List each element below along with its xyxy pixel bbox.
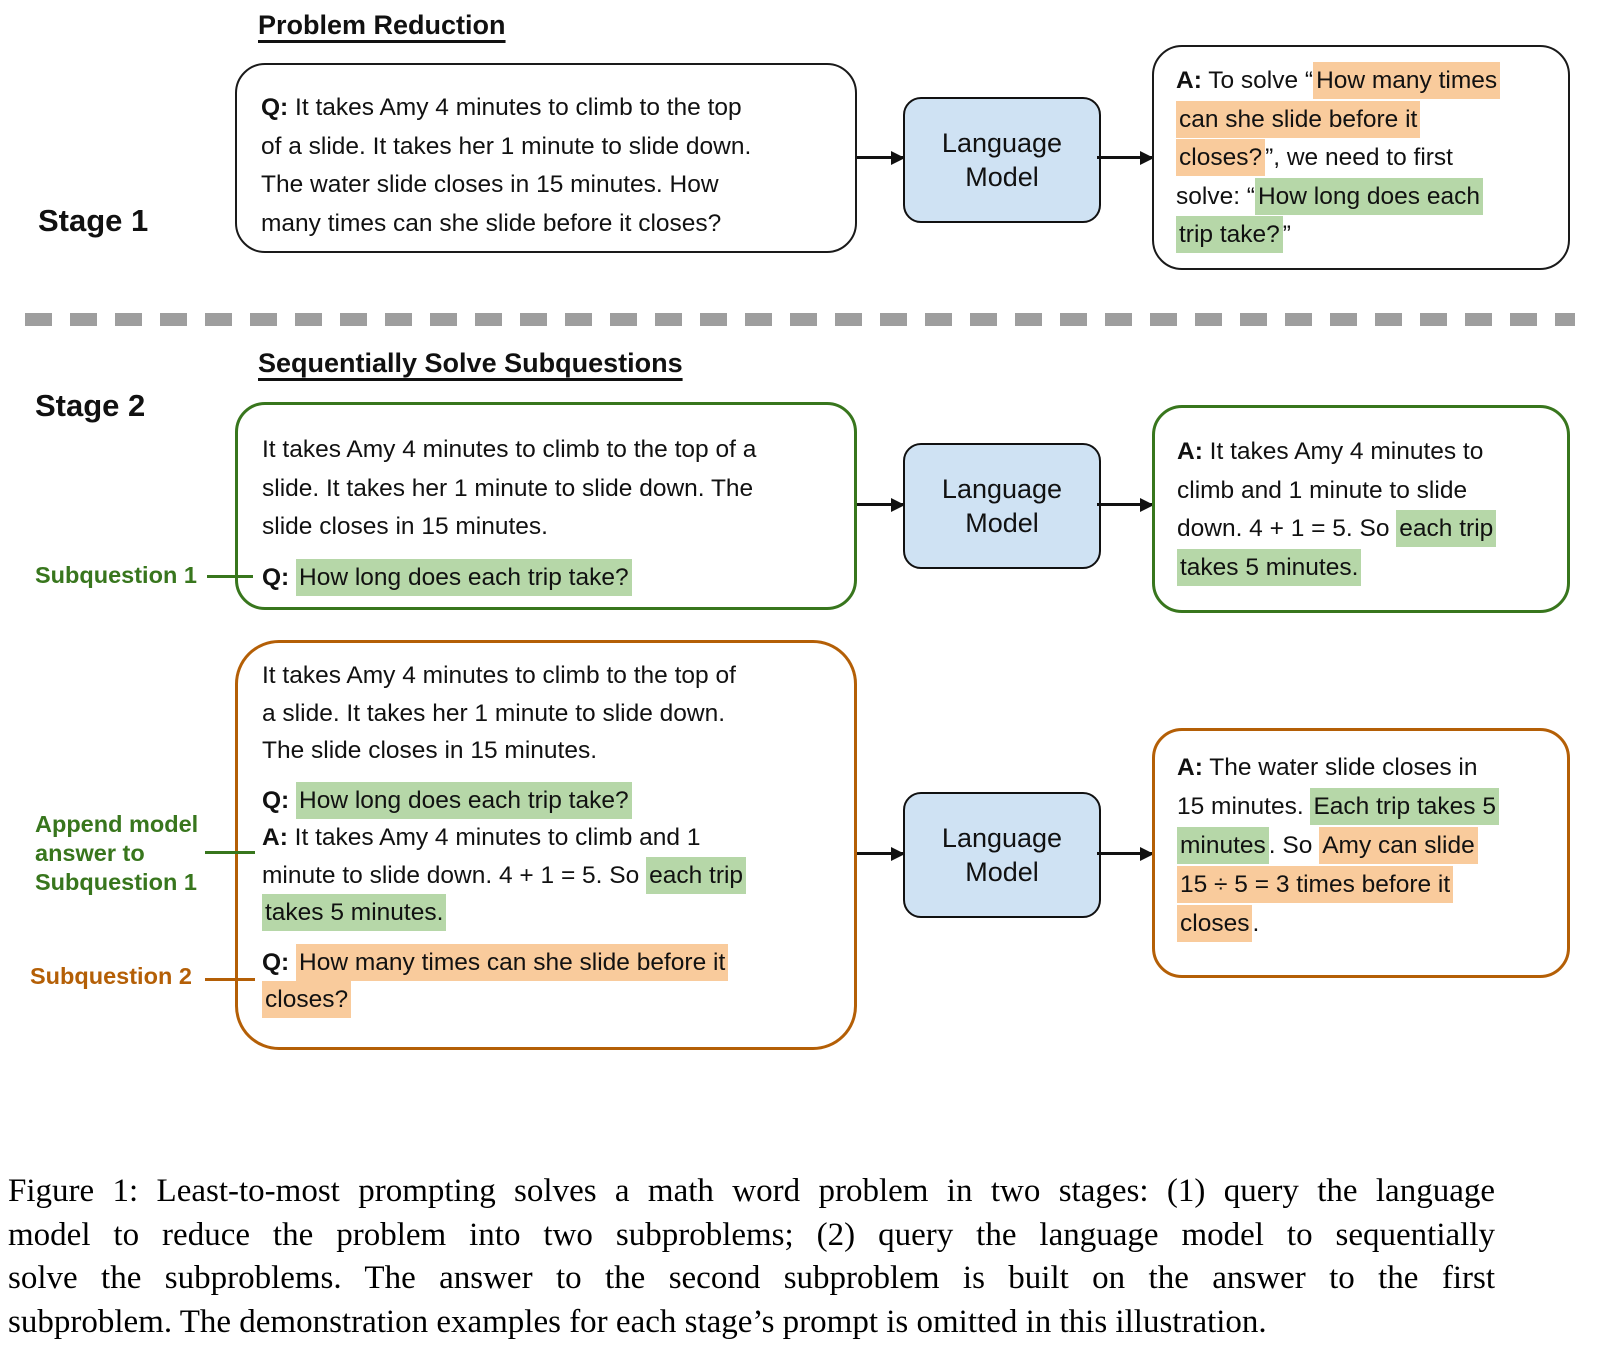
stage2-label: Stage 2	[35, 388, 146, 423]
stage1-heading: Problem Reduction	[258, 10, 506, 40]
stage-divider-dashed-line	[25, 313, 1575, 326]
language-model-label-line1: Language	[941, 823, 1063, 853]
subquestion2-annotation-label: Subquestion 2	[30, 963, 192, 989]
stage1-question-box: Q: It takes Amy 4 minutes to climb to th…	[235, 63, 857, 253]
arrow-stage2row2-lm-to-answer	[1097, 852, 1152, 855]
stage2-heading: Sequentially Solve Subquestions	[258, 348, 683, 378]
subquestion2-connector-line	[205, 978, 255, 981]
language-model-label-line1: Language	[941, 128, 1063, 158]
arrow-stage1-prompt-to-lm	[857, 156, 903, 159]
figure-caption: Figure 1: Least-to-most prompting solves…	[8, 1173, 1495, 1340]
language-model-label-line2: Model	[965, 857, 1039, 887]
arrow-stage2row1-lm-to-answer	[1097, 503, 1152, 506]
arrow-stage2row2-prompt-to-lm	[857, 852, 903, 855]
arrow-stage2row1-prompt-to-lm	[857, 503, 903, 506]
subquestion1-annotation-label: Subquestion 1	[35, 562, 197, 588]
language-model-label-line2: Model	[965, 508, 1039, 538]
subquestion1-connector-line	[207, 575, 253, 578]
language-model-box-stage2-row2: Language Model	[903, 792, 1101, 918]
language-model-box-stage1: Language Model	[903, 97, 1101, 223]
stage1-label: Stage 1	[38, 203, 149, 238]
language-model-box-stage2-row1: Language Model	[903, 443, 1101, 569]
arrow-stage1-lm-to-answer	[1097, 156, 1152, 159]
language-model-label-line2: Model	[965, 162, 1039, 192]
stage2-subquestion1-prompt-box: It takes Amy 4 minutes to climb to the t…	[235, 402, 857, 610]
language-model-label-line1: Language	[941, 474, 1063, 504]
append-answer-connector-line	[205, 851, 255, 854]
stage2-subquestion2-prompt-box: It takes Amy 4 minutes to climb to the t…	[235, 640, 857, 1050]
